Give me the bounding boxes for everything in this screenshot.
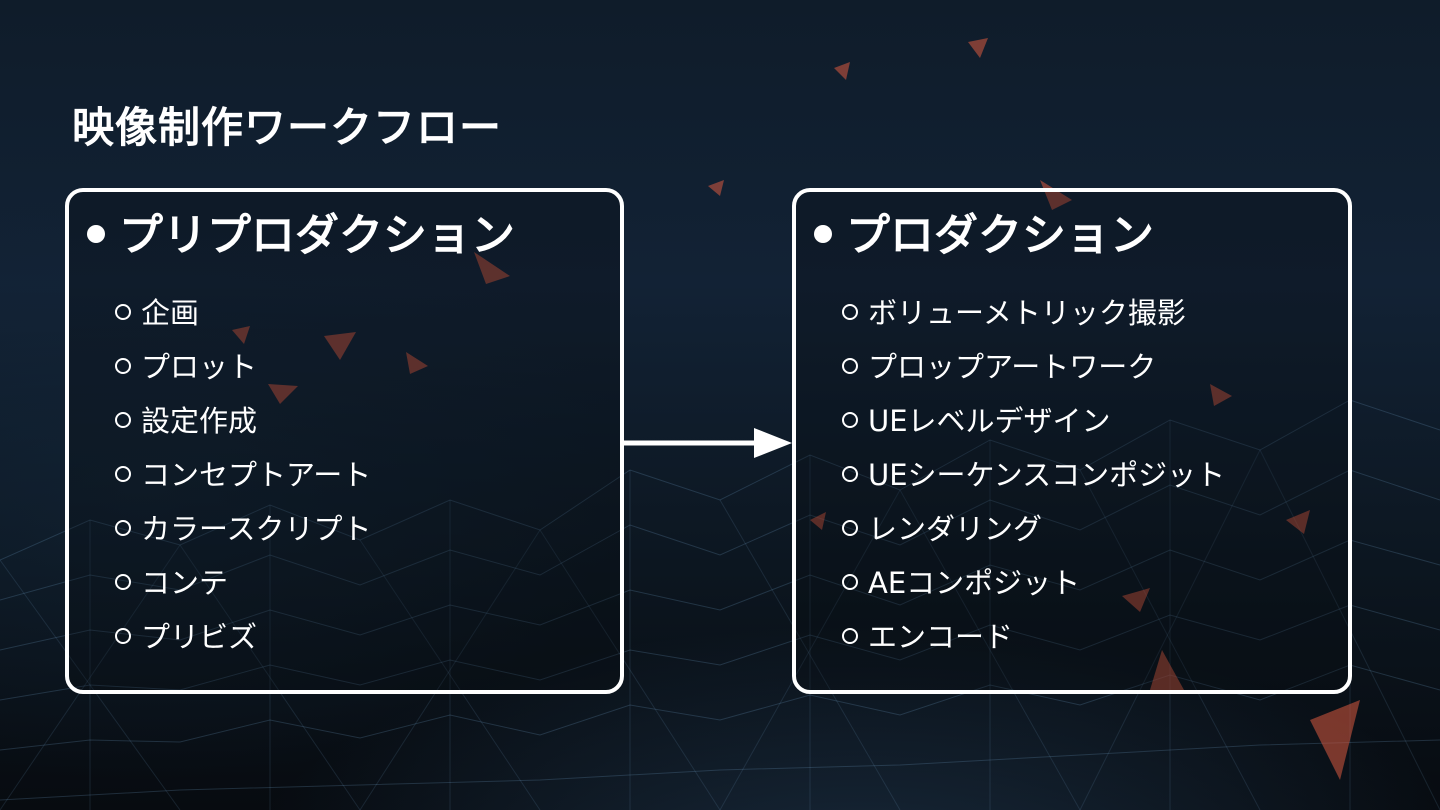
list-item: コンセプトアート <box>115 448 372 502</box>
preproduction-heading-label: プリプロダクション <box>119 210 515 261</box>
list-item: UEシーケンスコンポジット <box>842 448 1225 502</box>
list-item-label: 企画 <box>141 296 200 330</box>
list-item-label: ボリューメトリック撮影 <box>868 296 1186 330</box>
list-item: レンダリング <box>842 502 1225 556</box>
list-item-label: エンコード <box>868 620 1014 654</box>
list-item-label: UEレベルデザイン <box>868 404 1111 438</box>
circle-bullet-icon <box>115 574 131 590</box>
list-item: UEレベルデザイン <box>842 394 1225 448</box>
list-item-label: 設定作成 <box>141 404 258 438</box>
list-item: ボリューメトリック撮影 <box>842 286 1225 340</box>
circle-bullet-icon <box>842 412 858 428</box>
circle-bullet-icon <box>115 628 131 644</box>
list-item: プロップアートワーク <box>842 340 1225 394</box>
list-item-label: プリビズ <box>141 620 258 654</box>
list-item-label: プロット <box>141 350 258 384</box>
circle-bullet-icon <box>842 520 858 536</box>
list-item-label: カラースクリプト <box>141 512 372 546</box>
circle-bullet-icon <box>115 358 131 374</box>
circle-bullet-icon <box>842 466 858 482</box>
production-heading: プロダクション <box>814 206 1154 266</box>
circle-bullet-icon <box>115 466 131 482</box>
list-item-label: コンテ <box>141 566 229 600</box>
circle-bullet-icon <box>842 574 858 590</box>
page-title: 映像制作ワークフロー <box>72 103 503 152</box>
list-item: プリビズ <box>115 610 372 664</box>
list-item-label: AEコンポジット <box>868 566 1081 600</box>
production-step-list: ボリューメトリック撮影 プロップアートワーク UEレベルデザイン UEシーケンス… <box>842 286 1225 664</box>
list-item: 設定作成 <box>115 394 372 448</box>
circle-bullet-icon <box>115 520 131 536</box>
list-item: カラースクリプト <box>115 502 372 556</box>
list-item: プロット <box>115 340 372 394</box>
list-item: AEコンポジット <box>842 556 1225 610</box>
preproduction-step-list: 企画 プロット 設定作成 コンセプトアート カラースクリプト コンテ プリビズ <box>115 286 372 664</box>
list-item: 企画 <box>115 286 372 340</box>
production-panel: プロダクション ボリューメトリック撮影 プロップアートワーク UEレベルデザイン… <box>792 188 1352 694</box>
list-item-label: コンセプトアート <box>141 458 372 492</box>
preproduction-heading: プリプロダクション <box>87 206 515 266</box>
list-item-label: プロップアートワーク <box>868 350 1157 384</box>
list-item-label: レンダリング <box>868 512 1043 546</box>
list-item-label: UEシーケンスコンポジット <box>868 458 1226 492</box>
circle-bullet-icon <box>842 304 858 320</box>
list-item: コンテ <box>115 556 372 610</box>
bullet-icon <box>87 225 105 243</box>
right-arrow-icon <box>624 428 792 458</box>
circle-bullet-icon <box>842 628 858 644</box>
list-item: エンコード <box>842 610 1225 664</box>
circle-bullet-icon <box>115 304 131 320</box>
production-heading-label: プロダクション <box>846 210 1154 261</box>
circle-bullet-icon <box>842 358 858 374</box>
bullet-icon <box>814 225 832 243</box>
circle-bullet-icon <box>115 412 131 428</box>
preproduction-panel: プリプロダクション 企画 プロット 設定作成 コンセプトアート カラースクリプト… <box>65 188 624 694</box>
